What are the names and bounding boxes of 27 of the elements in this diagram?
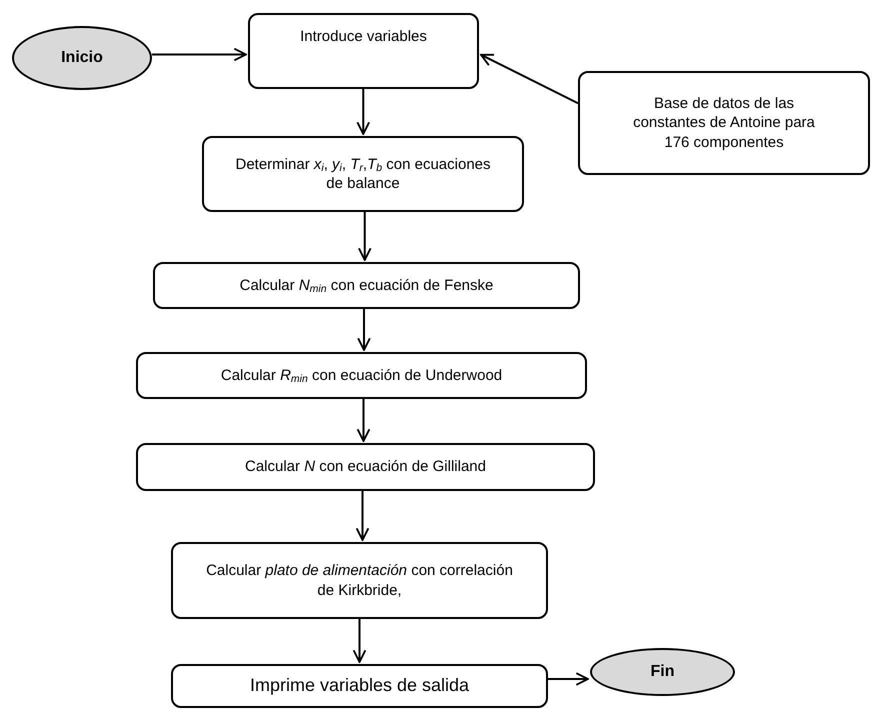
node-label: Calcular N con ecuación de Gilliland [245, 457, 486, 477]
node-label: Fin [650, 662, 674, 682]
arrow [356, 399, 370, 442]
process-box [171, 664, 548, 708]
process-box [136, 352, 587, 399]
node-label: Inicio [61, 48, 103, 68]
arrow [357, 309, 371, 351]
process-box [171, 542, 548, 619]
node-label: Imprime variables de salida [250, 674, 470, 698]
node-label: Calcular R$_{min}$ con ecuación de Underwood [220, 366, 502, 386]
process-box [578, 71, 870, 175]
node-label: Calcular plato de alimentación con correlación de Kirkbride, [205, 561, 514, 600]
arrow [480, 54, 578, 104]
process-box [202, 136, 524, 212]
process-box [248, 13, 479, 89]
node-label: Determinar x$_{i}$, y$_{i}$, T$_{r}$,T$_{b}$ con ecuaciones de balance [234, 154, 492, 194]
arrow [356, 89, 370, 135]
node-label: Base de datos de las constantes de Antoine para 176 componentes [632, 94, 816, 152]
arrow [356, 491, 370, 541]
node-label: Calcular N$_{min}$ con ecuación de Fenske [240, 276, 494, 296]
process-box [153, 262, 580, 309]
arrow [152, 48, 247, 62]
arrow [352, 619, 366, 663]
process-box [136, 443, 595, 491]
node-label: Introduce variables [300, 27, 427, 46]
arrow [358, 212, 372, 261]
arrow [548, 672, 589, 686]
